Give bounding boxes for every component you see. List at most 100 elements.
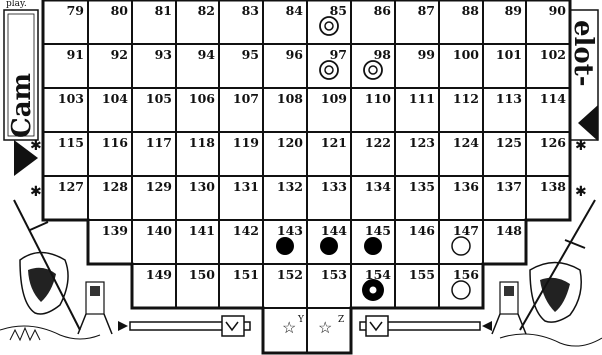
black-man-piece[interactable]	[276, 237, 294, 255]
square-number: 99	[418, 47, 435, 62]
grass-ornament-left	[0, 326, 100, 340]
white-knight-piece[interactable]	[320, 17, 338, 35]
svg-text:✱: ✱	[575, 184, 587, 200]
lance-banner-left	[118, 316, 250, 336]
shield-crest-icon-left	[20, 253, 68, 315]
square-number: 137	[496, 179, 522, 194]
square-number: 100	[453, 47, 479, 62]
square-number: 101	[496, 47, 522, 62]
square-number: 96	[286, 47, 304, 62]
square-number: 129	[146, 179, 172, 194]
square-number: 146	[409, 223, 435, 238]
square-number: 136	[453, 179, 479, 194]
castle-label-right: Z	[338, 315, 344, 325]
square-number: 111	[409, 91, 435, 106]
square-number: 89	[505, 3, 522, 18]
white-knight-piece[interactable]	[364, 61, 382, 79]
square-number: 134	[365, 179, 391, 194]
square-number: 155	[409, 267, 435, 282]
square-number: 80	[111, 3, 129, 18]
square-number: 83	[242, 3, 259, 18]
square-number: 88	[462, 3, 480, 18]
black-knight-piece[interactable]	[362, 279, 384, 301]
square-number: 133	[321, 179, 347, 194]
square-number: 112	[453, 91, 479, 106]
square-number: 130	[189, 179, 215, 194]
square-number: 126	[540, 135, 566, 150]
pennant-icon-right	[578, 105, 598, 141]
square-number: 85	[330, 3, 347, 18]
square-number: 143	[277, 223, 303, 238]
black-man-piece[interactable]	[320, 237, 338, 255]
square-number: 94	[198, 47, 216, 62]
castle-label-left: Y	[297, 315, 305, 325]
square-number: 156	[453, 267, 479, 282]
square-number: 121	[321, 135, 347, 150]
square-number: 139	[102, 223, 128, 238]
square-number: 138	[540, 179, 566, 194]
square-number: 148	[496, 223, 522, 238]
star-ornament-right: ✱ ✱	[575, 138, 587, 200]
square-number: 105	[146, 91, 172, 106]
square-number: 151	[233, 267, 259, 282]
square-number: 128	[102, 179, 128, 194]
square-number: 86	[374, 3, 392, 18]
square-number: 123	[409, 135, 435, 150]
svg-text:✱: ✱	[575, 138, 587, 154]
square-number: 84	[286, 3, 304, 18]
white-man-piece[interactable]	[452, 237, 470, 255]
square-number: 122	[365, 135, 391, 150]
square-number: 97	[330, 47, 347, 62]
header-fragment: play.	[6, 0, 27, 9]
right-title: elot-	[568, 20, 598, 87]
left-title: Cam	[7, 73, 37, 138]
square-number: 125	[496, 135, 522, 150]
square-number: 142	[233, 223, 259, 238]
square-number: 91	[67, 47, 84, 62]
square-number: 140	[146, 223, 172, 238]
square-number: 90	[549, 3, 567, 18]
square-number: 120	[277, 135, 303, 150]
square-number: 114	[540, 91, 566, 106]
square-number: 145	[365, 223, 391, 238]
lance-banner-right	[360, 316, 492, 336]
square-number: 149	[146, 267, 172, 282]
svg-text:✱: ✱	[30, 138, 42, 154]
square-number: 141	[189, 223, 215, 238]
black-man-piece[interactable]	[364, 237, 382, 255]
square-number: 106	[189, 91, 215, 106]
square-number: 92	[111, 47, 128, 62]
square-number: 153	[321, 267, 347, 282]
square-number: 135	[409, 179, 435, 194]
square-number: 110	[365, 91, 391, 106]
knight-figure-left	[78, 282, 112, 334]
svg-text:☆: ☆	[318, 318, 332, 337]
square-number: 131	[233, 179, 259, 194]
square-number: 87	[418, 3, 435, 18]
square-number: 152	[277, 267, 303, 282]
white-man-piece[interactable]	[452, 281, 470, 299]
square-number: 119	[233, 135, 259, 150]
square-number: 124	[453, 135, 479, 150]
square-number: 93	[155, 47, 172, 62]
shield-crest-icon-right	[530, 263, 581, 323]
svg-text:☆: ☆	[282, 318, 296, 337]
square-number: 115	[58, 135, 84, 150]
square-number: 150	[189, 267, 215, 282]
square-number: 109	[321, 91, 347, 106]
square-number: 102	[540, 47, 566, 62]
square-number: 147	[453, 223, 479, 238]
white-knight-piece[interactable]	[320, 61, 338, 79]
square-number: 108	[277, 91, 303, 106]
square-number: 107	[233, 91, 259, 106]
square-number: 127	[58, 179, 84, 194]
star-ornament-left: ✱ ✱	[30, 138, 42, 200]
square-number: 104	[102, 91, 128, 106]
square-number: 154	[365, 267, 391, 282]
square-number: 113	[496, 91, 522, 106]
square-number: 82	[198, 3, 215, 18]
grass-ornament-right	[500, 334, 602, 346]
square-number: 144	[321, 223, 347, 238]
